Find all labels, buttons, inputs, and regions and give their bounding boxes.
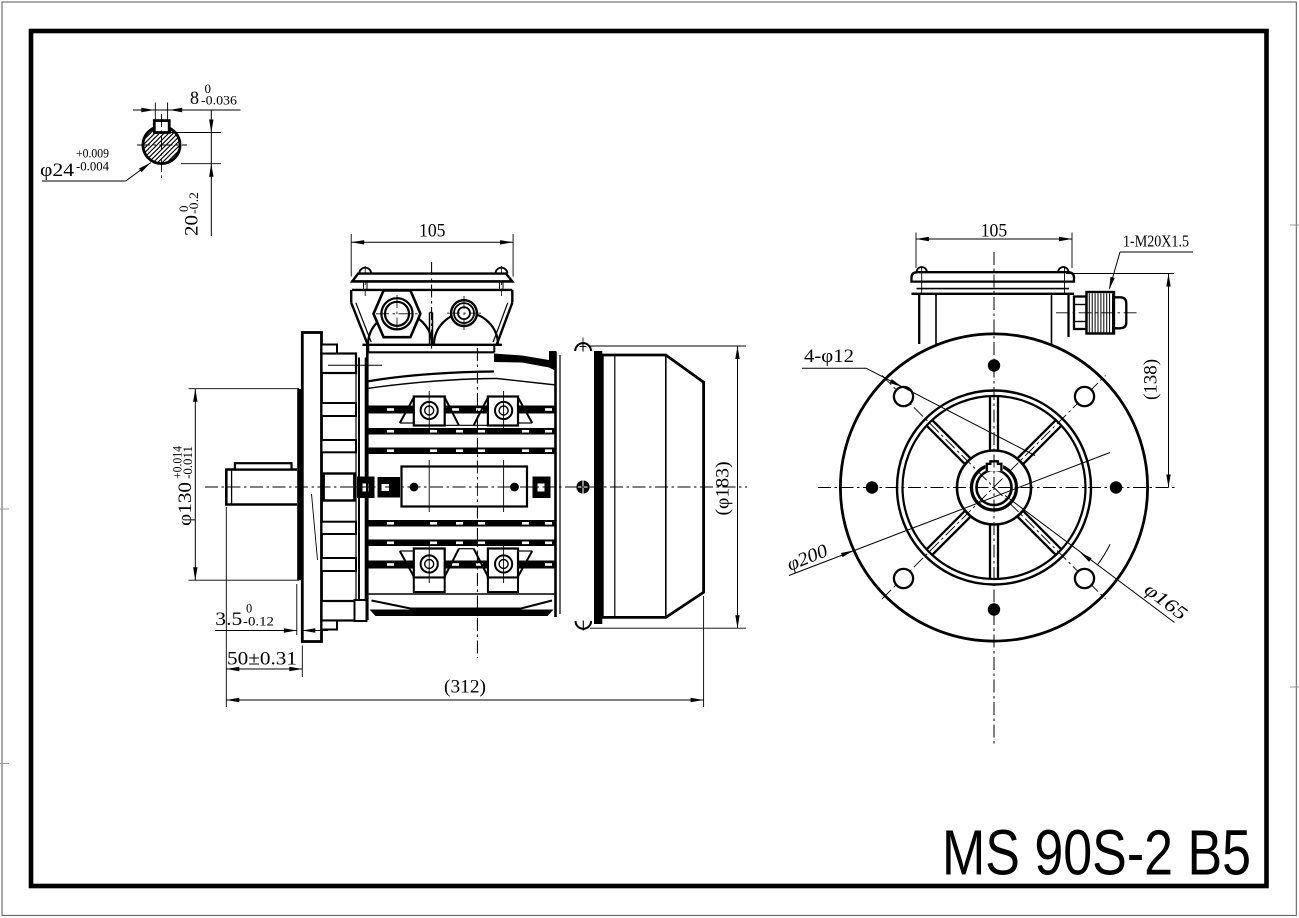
svg-text:-0.004: -0.004 [76, 160, 110, 174]
svg-text:MS 90S-2 B5: MS 90S-2 B5 [942, 817, 1251, 889]
svg-text:φ130: φ130 [175, 482, 196, 526]
svg-text:-0.036: -0.036 [201, 93, 238, 108]
svg-text:0: 0 [176, 206, 191, 213]
svg-text:20: 20 [182, 215, 203, 236]
svg-text:0: 0 [246, 602, 252, 616]
svg-text:4-φ12: 4-φ12 [804, 346, 854, 367]
svg-text:+0.014: +0.014 [171, 445, 185, 479]
svg-text:105: 105 [981, 221, 1008, 242]
svg-text:(138): (138) [1141, 359, 1162, 400]
svg-text:-0.011: -0.011 [181, 446, 195, 479]
svg-text:1-M20X1.5: 1-M20X1.5 [1123, 232, 1189, 251]
svg-text:8: 8 [190, 88, 199, 109]
svg-text:-0.2: -0.2 [186, 192, 201, 214]
svg-text:(φ183): (φ183) [713, 462, 734, 516]
svg-text:+0.009: +0.009 [76, 147, 109, 161]
svg-text:φ24: φ24 [40, 160, 75, 181]
svg-text:50±0.31: 50±0.31 [227, 649, 297, 670]
svg-text:0: 0 [205, 81, 212, 96]
svg-text:-0.12: -0.12 [243, 615, 274, 629]
svg-text:105: 105 [419, 221, 446, 242]
svg-text:3.5: 3.5 [215, 609, 242, 630]
svg-text:(312): (312) [444, 677, 486, 698]
